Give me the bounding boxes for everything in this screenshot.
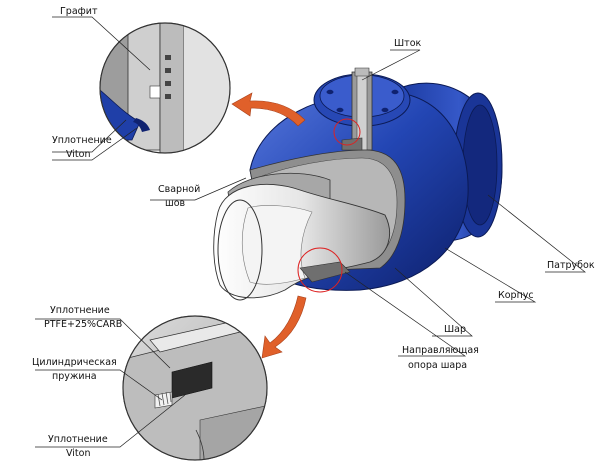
top-detail-view [99,22,231,154]
arrow-to-top-detail [231,92,306,127]
label-seal-viton-bottom: Уплотнение [48,434,108,445]
bottom-detail-view [122,315,268,461]
label-spring-2: пружина [52,371,97,382]
arrow-to-bottom-detail [261,295,307,359]
label-spring: Цилиндрическая [32,357,117,368]
labels: Графит Уплотнение Viton Шток Сварной шов… [32,6,595,459]
inlet-opening [217,199,263,301]
seat-detail-marker [297,247,343,293]
label-ball: Шар [444,324,466,335]
valve-body [213,67,503,301]
label-weld-2: шов [165,198,186,209]
label-seal-viton-bottom-2: Viton [66,448,91,459]
label-nozzle: Патрубок [547,260,595,271]
label-guide-2: опора шара [408,360,467,371]
stem-detail-marker [333,118,361,146]
label-graphite: Графит [60,6,98,17]
label-seal-ptfe: Уплотнение [50,305,110,316]
seat-ring [299,261,351,283]
orange-arrows [231,92,307,359]
label-seal-viton-top-2: Viton [66,149,91,160]
label-seal-viton-top: Уплотнение [52,135,112,146]
label-weld: Сварной [158,184,200,195]
label-seal-ptfe-2: PTFE+25%CARB [44,319,122,330]
label-stem: Шток [394,38,422,49]
leader-lines [35,16,587,448]
label-guide: Направляющая [402,345,479,356]
label-body: Корпус [498,290,534,301]
